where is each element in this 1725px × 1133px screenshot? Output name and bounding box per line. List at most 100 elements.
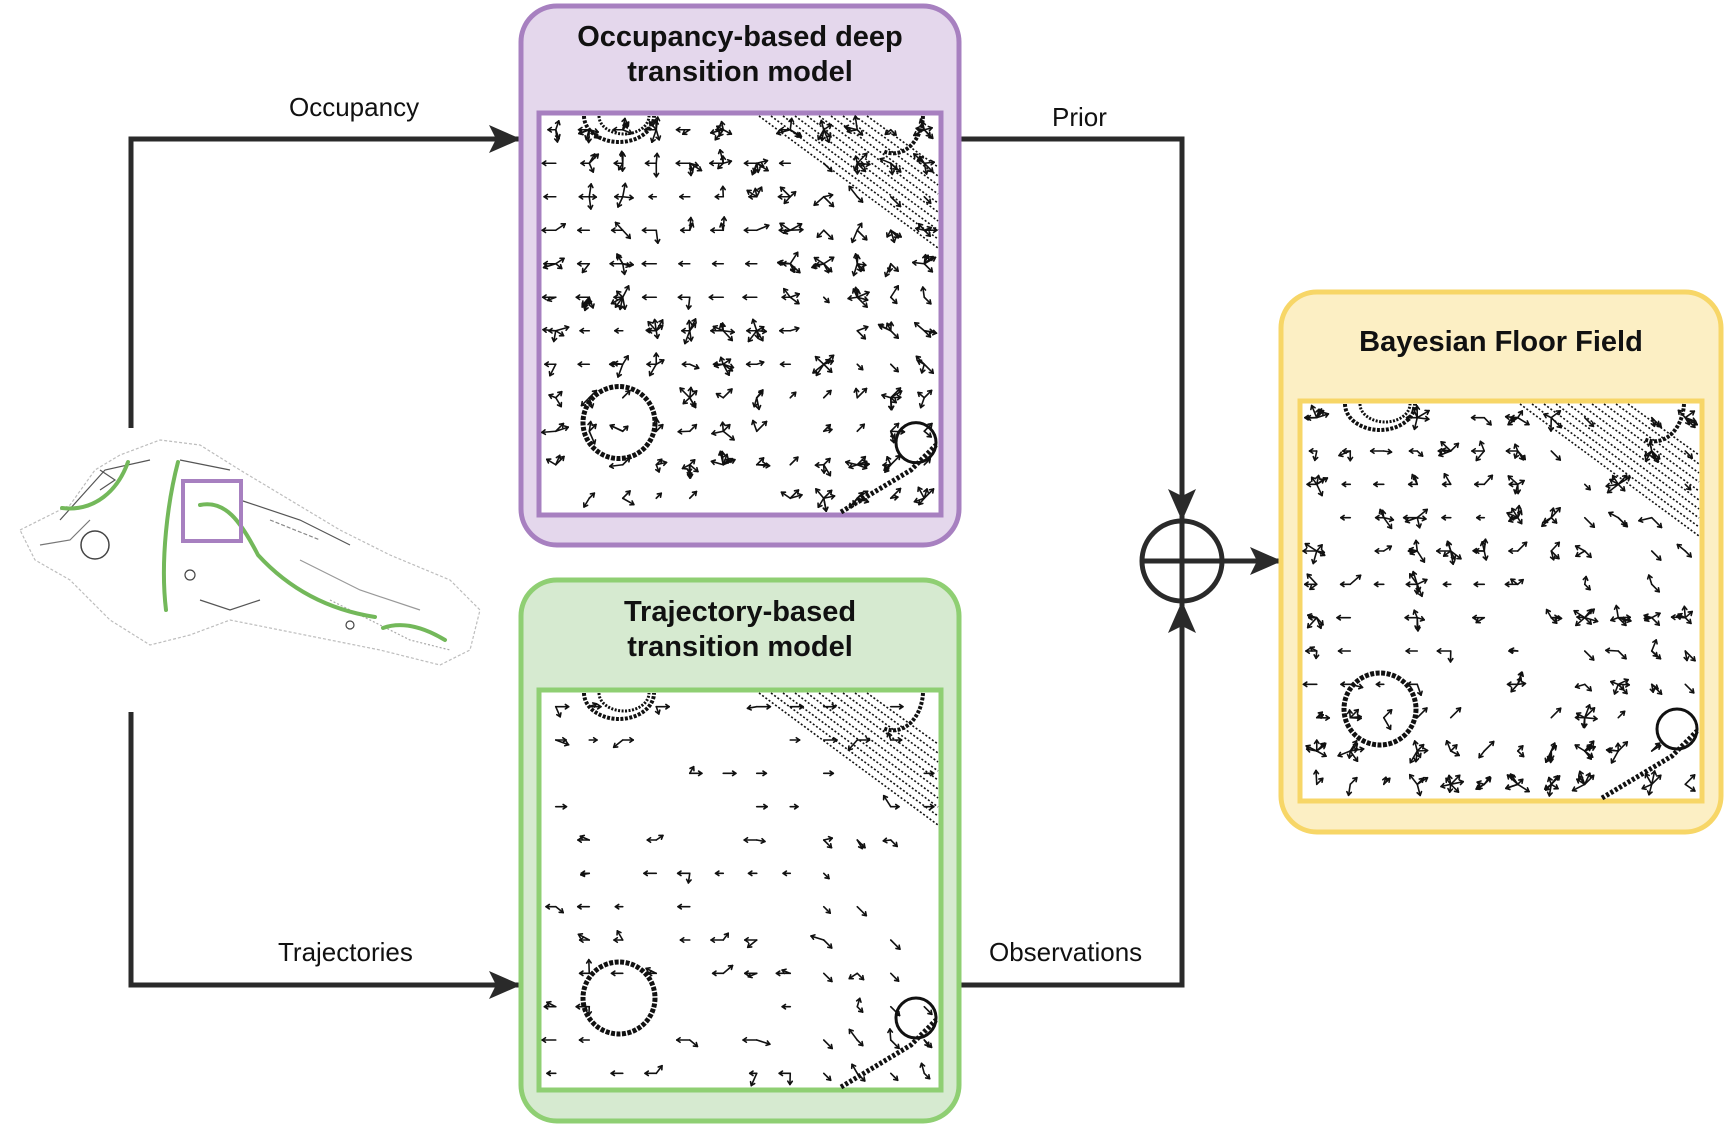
vector-arrow-head — [759, 360, 765, 363]
vector-arrow-head — [859, 423, 866, 426]
vector-arrow — [1409, 750, 1419, 764]
vector-arrow — [1479, 440, 1486, 452]
vector-arrow — [923, 488, 935, 500]
vector-arrow-head — [1585, 704, 1591, 709]
vector-arrow-head — [564, 325, 570, 328]
vector-arrow-head — [1517, 489, 1522, 495]
vector-arrow-head — [1474, 483, 1479, 488]
vector-arrow-head — [1689, 618, 1692, 625]
vector-arrow-head — [1306, 573, 1309, 579]
vector-arrow-head — [576, 262, 582, 267]
vector-arrow-head — [1504, 415, 1510, 421]
vector-arrow — [581, 262, 591, 274]
vector-arrow-head — [677, 296, 683, 301]
vector-arrow — [1542, 516, 1553, 523]
vector-arrow — [822, 495, 836, 500]
vector-arrow — [713, 363, 725, 367]
vector-arrow — [554, 454, 561, 466]
vector-arrow-head — [1406, 683, 1412, 688]
vector-arrow-head — [1353, 746, 1359, 750]
vector-arrow-head — [895, 841, 898, 848]
field-arrows — [1302, 404, 1699, 797]
vector-arrow-head — [543, 195, 549, 200]
vector-arrow-head — [1506, 774, 1510, 780]
vector-arrow — [653, 318, 658, 332]
observations-label: Observations — [989, 937, 1142, 967]
vector-arrow — [746, 189, 758, 198]
vector-arrow-head — [886, 234, 892, 238]
vector-arrow — [923, 255, 934, 265]
vector-arrow — [588, 389, 598, 399]
vector-arrow — [588, 128, 599, 133]
vector-arrow-head — [541, 229, 547, 234]
vector-arrow-head — [1576, 616, 1581, 621]
vector-arrow-head — [783, 201, 790, 205]
vector-arrow — [822, 389, 832, 399]
vector-arrow-head — [865, 235, 868, 241]
vector-arrow-head — [1304, 542, 1308, 549]
vector-arrow-head — [1574, 545, 1579, 551]
vector-arrow-head — [1304, 416, 1309, 421]
trajectories-arrow — [128, 712, 521, 999]
vector-arrow-head — [1505, 787, 1511, 791]
vector-arrow-head — [1387, 448, 1393, 453]
vector-arrow — [1550, 775, 1559, 786]
vector-arrow — [645, 967, 658, 975]
vector-arrow-head — [730, 335, 734, 342]
vector-arrow — [848, 185, 859, 198]
vector-arrow — [554, 223, 566, 232]
vector-arrow — [846, 128, 859, 133]
vector-arrow-head — [830, 367, 833, 374]
vector-arrow-head — [1340, 516, 1345, 521]
vector-arrow-head — [853, 253, 857, 259]
vector-arrow-head — [689, 765, 695, 770]
vector-arrow-head — [723, 932, 730, 936]
vector-arrow — [856, 162, 867, 173]
vector-arrow-head — [781, 1005, 787, 1010]
vector-arrow-head — [711, 262, 717, 267]
vector-arrow — [1516, 450, 1526, 461]
vector-arrow — [755, 396, 760, 411]
vector-arrow-head — [1373, 483, 1379, 488]
vector-arrow-head — [861, 197, 864, 203]
vector-arrow — [1617, 516, 1627, 526]
vector-arrow — [1481, 541, 1486, 552]
vector-arrow-head — [1336, 616, 1342, 621]
vector-arrow — [1382, 716, 1392, 731]
vector-arrow — [1315, 744, 1327, 752]
vector-arrow — [721, 421, 725, 433]
vector-arrow — [752, 318, 758, 332]
vector-arrow-head — [559, 263, 563, 270]
vector-arrow-head — [653, 152, 658, 158]
vector-arrow — [855, 387, 859, 399]
vector-arrow-head — [1526, 787, 1530, 793]
vector-arrow — [682, 396, 691, 405]
vector-arrow-head — [1475, 458, 1481, 462]
vector-arrow-head — [580, 162, 586, 167]
vector-arrow — [1475, 450, 1486, 462]
occupancy-model-node: Occupancy-based deep transition model — [518, 3, 962, 548]
vector-arrow — [856, 497, 870, 503]
vector-arrow — [619, 296, 624, 311]
vector-arrow-head — [1548, 756, 1553, 762]
vector-arrow-head — [746, 189, 750, 195]
vector-arrow — [1507, 475, 1519, 486]
vector-arrow-head — [861, 459, 868, 463]
vector-arrow-head — [629, 736, 635, 741]
vector-arrow-head — [1554, 518, 1558, 524]
vector-arrow-head — [585, 958, 590, 964]
vector-arrow-head — [895, 454, 901, 458]
vector-arrow — [1550, 410, 1562, 419]
vector-arrow-head — [830, 493, 836, 497]
vector-arrow — [588, 162, 595, 173]
vector-arrow-head — [1648, 791, 1653, 796]
vector-arrow — [554, 326, 570, 332]
vector-arrow — [1506, 512, 1519, 519]
vector-arrow-head — [798, 226, 804, 231]
vector-arrow-head — [795, 736, 801, 741]
vector-arrow — [856, 296, 868, 308]
vector-arrow-head — [730, 366, 734, 372]
vector-arrow-head — [898, 944, 901, 950]
vector-arrow-head — [828, 354, 835, 357]
